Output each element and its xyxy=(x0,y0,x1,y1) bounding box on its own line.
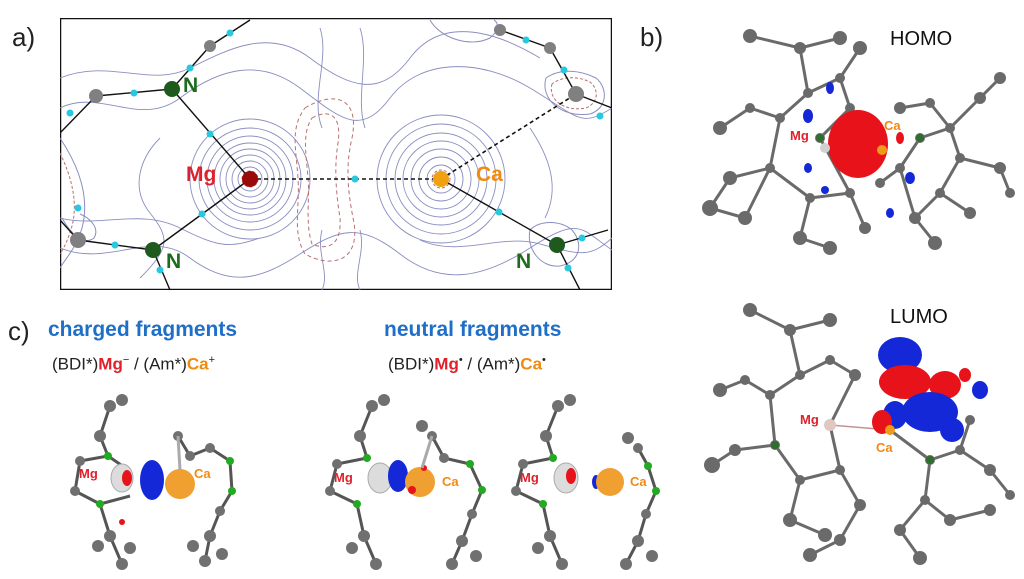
panel-a-ca-label: Ca xyxy=(476,163,503,186)
neutral2-ca-label: Ca xyxy=(630,474,647,489)
lumo-title: LUMO xyxy=(890,306,948,328)
lumo-lobes xyxy=(872,337,988,442)
neutral2-mg-label: Mg xyxy=(520,470,539,485)
contour-map xyxy=(60,18,612,290)
neutral-fragments-title: neutral fragments xyxy=(384,318,562,341)
panel-c-label: c) xyxy=(8,316,30,346)
lumo-mg-label: Mg xyxy=(800,412,819,427)
charged-fragment-structure xyxy=(70,394,236,570)
neutral-fragment-structure-1 xyxy=(325,394,486,570)
neutral-fragment-structure-2 xyxy=(511,394,660,570)
charged-formula: (BDI*)Mg− / (Am*)Ca+ xyxy=(52,354,216,374)
neutral1-ca-label: Ca xyxy=(442,474,459,489)
panel-a-mg-label: Mg xyxy=(186,163,217,186)
panel-a-n-label-bottom-right: N xyxy=(516,250,532,273)
lumo-ca-label: Ca xyxy=(876,440,893,455)
neutral-formula: (BDI*)Mg• / (Am*)Ca• xyxy=(388,354,546,374)
charged-mg-label: Mg xyxy=(79,466,98,481)
panel-a-n-label-top: N xyxy=(183,74,199,97)
panel-a-label: a) xyxy=(12,22,36,52)
homo-title: HOMO xyxy=(890,28,953,50)
homo-structure xyxy=(702,29,1015,255)
panel-a-n-label-bottom-left: N xyxy=(166,250,182,273)
charged-fragments-title: charged fragments xyxy=(48,318,238,341)
homo-ca-label: Ca xyxy=(884,118,901,133)
homo-red-lobe xyxy=(828,110,888,178)
lumo-structure xyxy=(704,303,1015,565)
charged-ca-label: Ca xyxy=(194,466,211,481)
neutral1-mg-label: Mg xyxy=(334,470,353,485)
homo-mg-label: Mg xyxy=(790,128,809,143)
panel-b-label: b) xyxy=(640,22,664,52)
